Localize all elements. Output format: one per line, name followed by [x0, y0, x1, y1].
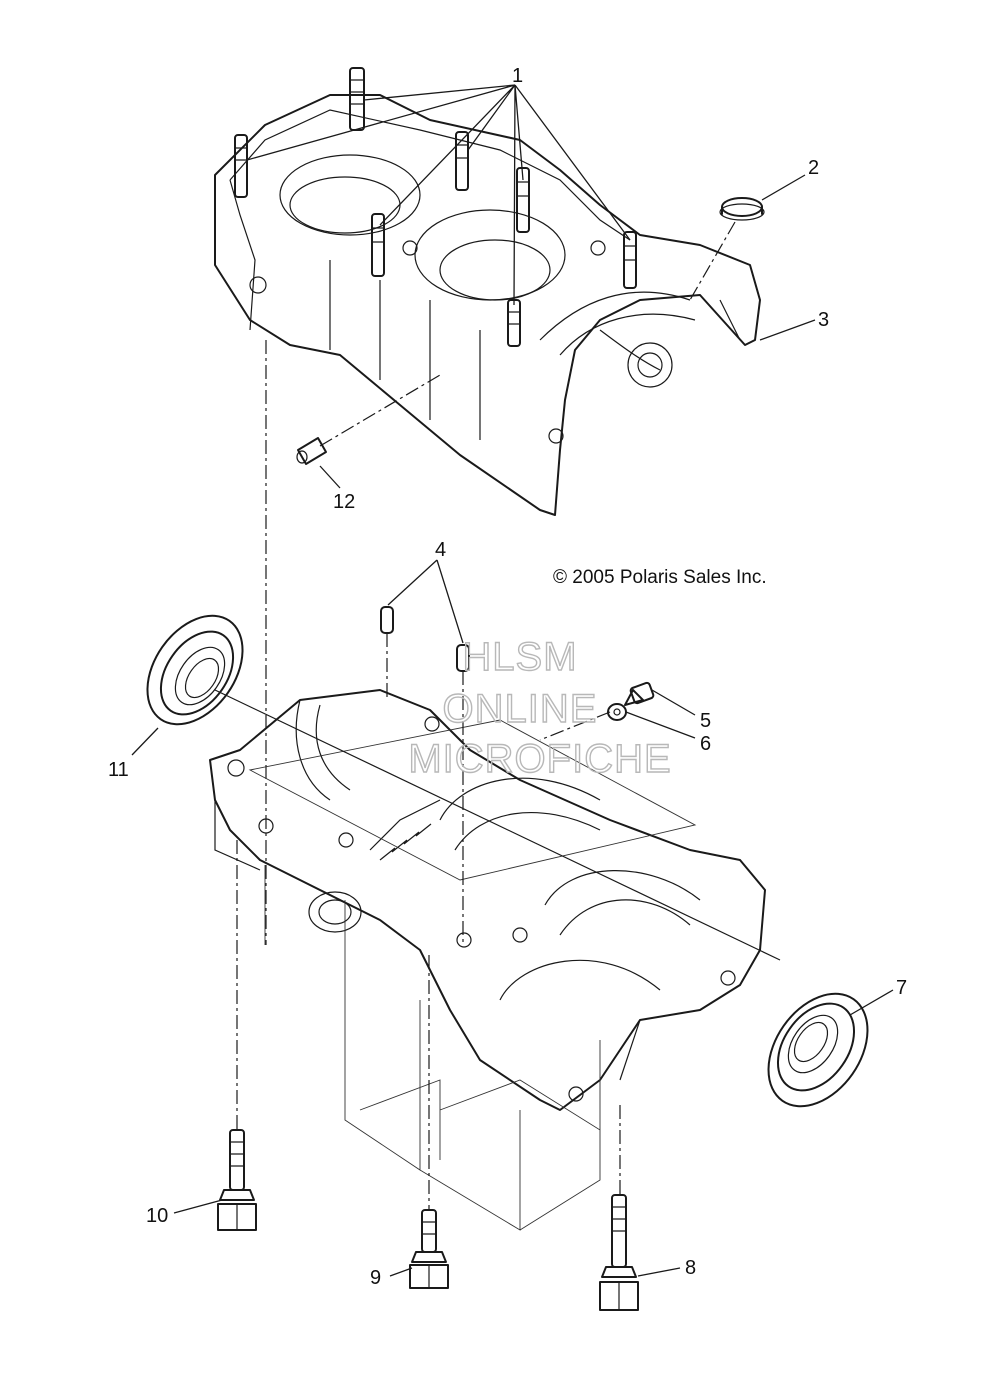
bolt-10: [173, 1129, 257, 1231]
watermark-line-1: HLSM: [462, 635, 577, 679]
callout-3-leader: [759, 319, 816, 341]
bolt-9: [389, 955, 449, 1289]
parting-plane-outline: [248, 719, 697, 1231]
dowel-pins-lower: [380, 559, 470, 945]
dowel-pin-upper: [296, 374, 441, 489]
lower-crankcase: [209, 689, 766, 1111]
callout-11: 11: [108, 759, 129, 781]
callout-1-leaders: [246, 84, 631, 306]
callout-4: 4: [435, 539, 446, 561]
callout-5: 5: [700, 710, 711, 732]
copyright-notice: © 2005 Polaris Sales Inc.: [553, 567, 767, 588]
oil-seal-right: [767, 989, 894, 1108]
callout-labels: 1 2 3 4 5 6 7 8 9 10 11 12: [108, 65, 907, 1289]
callout-6: 6: [700, 733, 711, 755]
drain-plug-and-washer: [539, 681, 696, 741]
bolt-8: [599, 1105, 681, 1311]
watermark-line-2: ONLINE: [443, 687, 598, 731]
upper-crankcase: [214, 94, 761, 516]
callout-12: 12: [333, 491, 355, 513]
callout-9: 9: [370, 1267, 381, 1289]
watermark: HLSM ONLINE MICROFICHE: [408, 634, 672, 781]
callout-1: 1: [512, 65, 523, 87]
plug: [689, 174, 806, 301]
watermark-line-3: MICROFICHE: [408, 737, 671, 781]
callout-10: 10: [146, 1205, 168, 1227]
oil-seal-left: [131, 614, 781, 961]
callout-7: 7: [896, 977, 907, 999]
callout-8: 8: [685, 1257, 696, 1279]
cylinder-studs: [234, 67, 637, 347]
callout-3: 3: [818, 309, 829, 331]
callout-2: 2: [808, 157, 819, 179]
